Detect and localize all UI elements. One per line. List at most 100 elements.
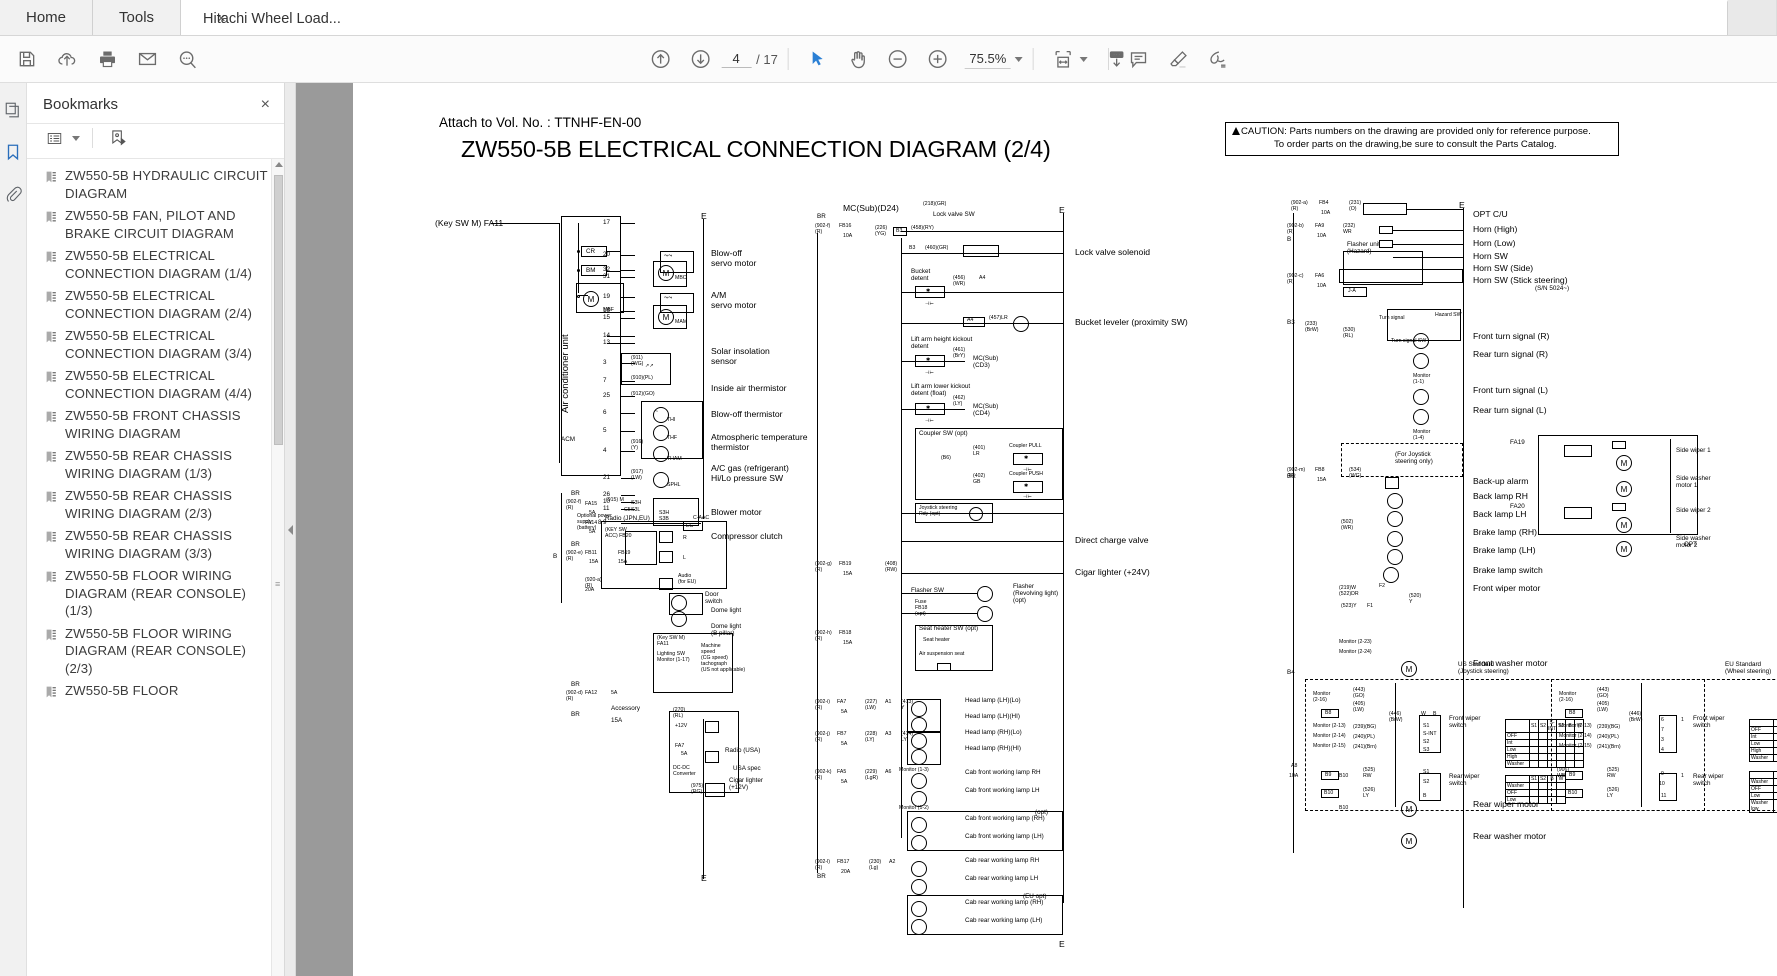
head-lamp-lh-box <box>907 699 941 733</box>
joystick-rdy-lamp <box>969 507 983 521</box>
scroll-mode-icon[interactable] <box>1098 42 1136 76</box>
fit-page-icon[interactable] <box>1044 42 1082 76</box>
page-navigation: / 17 <box>721 50 778 68</box>
inside-air-thermistor-label: Inside air thermistor <box>711 383 787 393</box>
us-front-wiper-switch: Front wiper switch <box>1449 715 1481 730</box>
terminal-wire-10 <box>621 502 635 503</box>
fuse-fa12: FA12 <box>585 690 598 696</box>
fa5-amp: 5A <box>841 779 848 785</box>
fa9-amp: 10A <box>1317 233 1327 239</box>
save-icon[interactable] <box>8 42 46 76</box>
bookmark-icon[interactable] <box>2 140 24 164</box>
bookmark-item-12[interactable]: ZW550-5B FLOOR <box>45 682 276 704</box>
bookmark-item-8[interactable]: ZW550-5B REAR CHASSIS WIRING DIAGRAM (2/… <box>45 487 276 522</box>
bookmark-item-6[interactable]: ZW550-5B FRONT CHASSIS WIRING DIAGRAM <box>45 407 276 442</box>
th2-label: THF <box>667 435 678 441</box>
bookmark-item-0[interactable]: ZW550-5B HYDRAULIC CIRCUIT DIAGRAM <box>45 167 276 202</box>
back-lamp-lh-label: Back lamp LH <box>1473 509 1527 519</box>
terminal-19: 19 <box>603 293 611 300</box>
table-row-header: Washer low <box>1749 799 1774 813</box>
zoom-level-control[interactable]: 75.5% <box>964 50 1023 69</box>
fit-page-chevron-icon[interactable] <box>1079 56 1088 62</box>
code-233: (233) (BrW) <box>1305 321 1319 333</box>
am-servo-box2 <box>653 305 687 329</box>
page-thumbnails-icon[interactable] <box>2 98 24 122</box>
fuse-fb8: FB8 <box>1315 467 1325 473</box>
f1-label: F1 <box>1367 603 1374 609</box>
print-icon[interactable] <box>88 42 126 76</box>
tab-home[interactable]: Home <box>0 0 94 35</box>
us-conn-b9 <box>1321 771 1339 780</box>
relay-bm-box <box>581 265 607 276</box>
new-bookmark-icon[interactable] <box>105 126 131 150</box>
front-washer-motor: M <box>1401 661 1417 677</box>
terminal-17: 17 <box>603 219 611 226</box>
cigar-24v-label: Cigar lighter (+24V) <box>1075 567 1150 577</box>
bookmarks-header: Bookmarks × <box>27 83 284 123</box>
highlighter-icon[interactable] <box>1159 42 1197 76</box>
col3-bus-e: E <box>1459 200 1465 210</box>
air-susp-unit <box>937 663 951 671</box>
zoom-out-icon[interactable] <box>879 42 917 76</box>
scrollbar-thumb[interactable] <box>274 175 283 445</box>
list-options-icon[interactable] <box>41 126 67 150</box>
bookmark-item-9[interactable]: ZW550-5B REAR CHASSIS WIRING DIAGRAM (3/… <box>45 527 276 562</box>
eu-rear-wiper-conn <box>1659 773 1677 801</box>
seat-heater-box <box>915 625 993 671</box>
fa7-amp: 5A <box>681 751 688 757</box>
next-page-icon[interactable] <box>681 42 719 76</box>
tab-document[interactable]: Hitachi Wheel Load... × <box>181 0 1729 35</box>
panel-splitter[interactable] <box>285 83 296 976</box>
bookmarks-options-chevron-icon[interactable] <box>72 135 80 141</box>
hand-tool-icon[interactable] <box>839 42 877 76</box>
previous-page-icon[interactable] <box>641 42 679 76</box>
bookmark-item-2[interactable]: ZW550-5B ELECTRICAL CONNECTION DIAGRAM (… <box>45 247 276 282</box>
side-wiper-motor-2: M <box>1616 517 1632 533</box>
bookmark-item-11[interactable]: ZW550-5B FLOOR WIRING DIAGRAM (REAR CONS… <box>45 625 276 678</box>
diode-3: ⊣⊢ <box>925 418 935 424</box>
page-number-input[interactable] <box>721 50 752 68</box>
horn-sw-label: Horn SW <box>1473 251 1508 261</box>
cloud-upload-icon[interactable] <box>48 42 86 76</box>
comment-icon[interactable] <box>1119 42 1157 76</box>
blower-cap: C-AAC <box>693 515 710 521</box>
table-corner <box>1505 775 1530 783</box>
bookmark-item-1[interactable]: ZW550-5B FAN, PILOT AND BRAKE CIRCUIT DI… <box>45 207 276 242</box>
zoom-in-icon[interactable] <box>919 42 957 76</box>
bookmark-item-10[interactable]: ZW550-5B FLOOR WIRING DIAGRAM (REAR CONS… <box>45 567 276 620</box>
bookmark-item-5[interactable]: ZW550-5B ELECTRICAL CONNECTION DIAGRAM (… <box>45 367 276 402</box>
scroll-up-arrow-icon[interactable] <box>275 162 283 167</box>
close-icon[interactable]: × <box>217 10 226 27</box>
eu-10: 10 <box>1659 781 1665 787</box>
table-col-header: S1 <box>1529 775 1539 783</box>
bookmark-item-4[interactable]: ZW550-5B ELECTRICAL CONNECTION DIAGRAM (… <box>45 327 276 362</box>
table-cell <box>1538 753 1548 761</box>
close-bookmarks-icon[interactable]: × <box>260 95 270 113</box>
servo-motor-1: M <box>658 265 674 281</box>
bookmark-item-label: ZW550-5B REAR CHASSIS WIRING DIAGRAM (3/… <box>65 528 232 561</box>
bookmark-item-7[interactable]: ZW550-5B REAR CHASSIS WIRING DIAGRAM (1/… <box>45 447 276 482</box>
search-icon[interactable] <box>168 42 206 76</box>
fb11-amp: 15A <box>589 559 599 565</box>
bookmark-item-3[interactable]: ZW550-5B ELECTRICAL CONNECTION DIAGRAM (… <box>45 287 276 322</box>
blow-off-servo-label: Blow-off servo motor <box>711 248 757 268</box>
rear-wiper-label: Rear wiper motor <box>1473 799 1539 809</box>
turn-signal-sw-box <box>1387 309 1461 341</box>
table-cell <box>1529 753 1539 761</box>
signature-icon[interactable] <box>1199 42 1237 76</box>
eu-standard-region <box>1551 679 1777 811</box>
coupler-push-sw <box>1013 481 1043 493</box>
email-icon[interactable] <box>128 42 166 76</box>
select-tool-icon[interactable] <box>799 42 837 76</box>
us-front-wiper-conn <box>1419 715 1441 753</box>
chevron-down-icon[interactable] <box>1014 56 1023 62</box>
pdf-viewer[interactable]: Attach to Vol. No. : TTNHF-EN-00 ZW550-5… <box>296 83 1777 976</box>
bookmarks-scrollbar[interactable]: ≡ <box>271 159 284 976</box>
door-sw-symbol <box>671 595 687 611</box>
tab-tools[interactable]: Tools <box>93 0 182 35</box>
attach-vol-no: Attach to Vol. No. : TTNHF-EN-00 <box>439 115 642 130</box>
front-turn-r-label: Front turn signal (R) <box>1473 331 1550 341</box>
paperclip-icon[interactable] <box>2 182 24 206</box>
